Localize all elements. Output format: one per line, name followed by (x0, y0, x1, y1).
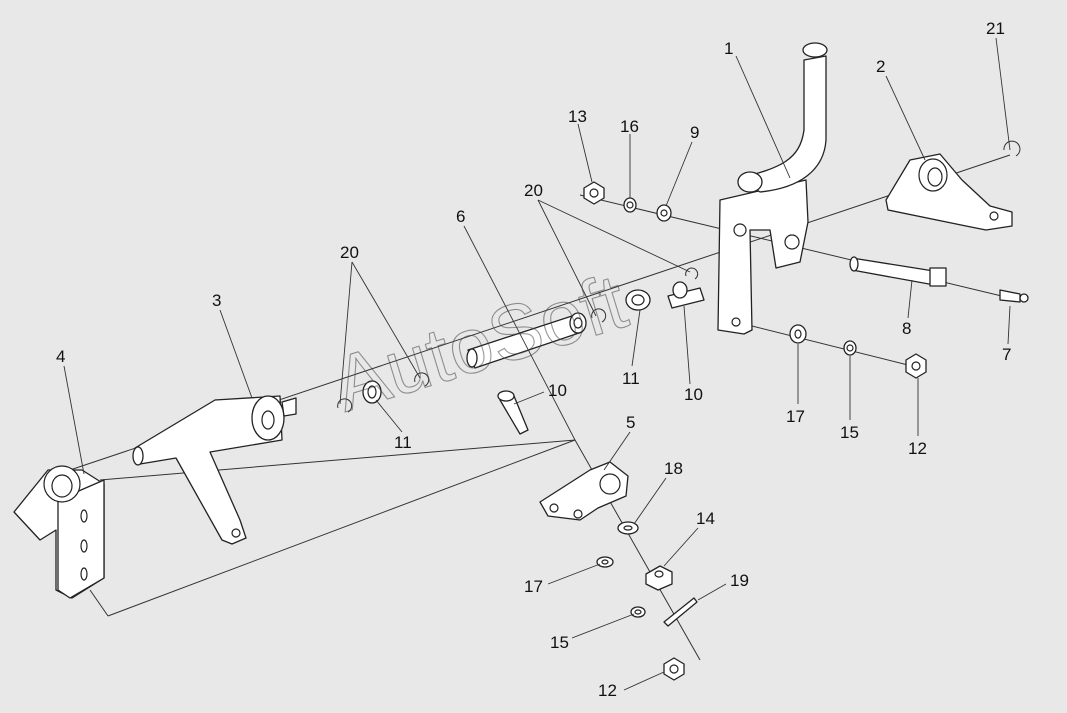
label-part-10-lower: 10 (548, 381, 567, 400)
part-11-bushing-right (625, 289, 651, 311)
label-part-20-upper: 20 (524, 181, 543, 200)
label-part-11-right: 11 (622, 369, 640, 388)
part-9-washer (656, 204, 672, 222)
part-labels: 1 2 21 13 16 9 20 6 20 3 4 11 11 10 10 8… (56, 19, 1011, 700)
label-part-3: 3 (212, 291, 221, 310)
bracket-guide-line (89, 589, 109, 617)
watermark-text: AutoSoft (324, 257, 636, 429)
label-part-16: 16 (620, 117, 639, 136)
label-part-12-lower: 12 (598, 681, 617, 700)
part-15-lockwasher-lower (630, 606, 646, 618)
part-13-nut (583, 181, 605, 205)
label-part-19: 19 (730, 571, 749, 590)
label-part-9: 9 (690, 123, 699, 142)
part-6-rod (466, 312, 587, 369)
part-20-circlip-right (591, 308, 607, 323)
right-axis-line (719, 317, 921, 369)
part-7-grease-nipple (999, 289, 1029, 303)
part-15-lockwasher-right (843, 340, 857, 356)
part-17-washer-right (789, 324, 807, 344)
part-12-nut-lower (663, 657, 685, 681)
part-8-shaft (849, 256, 947, 287)
label-part-17-right: 17 (786, 407, 805, 426)
label-part-11-left: 11 (394, 433, 412, 452)
label-part-8: 8 (902, 319, 911, 338)
label-part-13: 13 (568, 107, 587, 126)
part-12-nut-right (905, 353, 927, 379)
part-20-circlip-upper (685, 267, 699, 280)
label-part-18: 18 (664, 459, 683, 478)
label-part-6: 6 (456, 207, 465, 226)
part-18-washer (617, 521, 639, 535)
part-10-pin-upper (667, 281, 705, 309)
label-part-1: 1 (724, 39, 733, 58)
part-21-circlip (1003, 140, 1021, 157)
part-20-circlip-mid (414, 372, 430, 387)
part-11-bushing-left (362, 380, 382, 404)
label-part-2: 2 (876, 57, 885, 76)
label-part-15-right: 15 (840, 423, 859, 442)
part-14-castle-nut (645, 565, 673, 591)
part-5-small-lever (539, 461, 629, 521)
part-19-cotter-pin (663, 597, 698, 627)
part-2-bracket (885, 153, 1013, 231)
label-part-4: 4 (56, 347, 65, 366)
label-part-12-right: 12 (908, 439, 927, 458)
label-part-10-upper: 10 (684, 385, 703, 404)
label-part-5: 5 (626, 413, 635, 432)
bracket-guide-line-2 (107, 439, 576, 617)
label-part-17-lower: 17 (524, 577, 543, 596)
part-4-bracket (13, 465, 105, 599)
leader-lines (63, 37, 1011, 691)
part-20-circlip-left (337, 398, 353, 413)
label-part-15-lower: 15 (550, 633, 569, 652)
part-1-lever (717, 42, 828, 335)
label-part-14: 14 (696, 509, 715, 528)
label-part-20-left: 20 (340, 243, 359, 262)
part-10-pin-lower (497, 390, 529, 435)
label-part-7: 7 (1002, 345, 1011, 364)
part-16-lockwasher (623, 197, 637, 213)
part-17-washer-lower (596, 556, 614, 568)
part-3-arm (132, 395, 297, 545)
label-part-21: 21 (986, 19, 1005, 38)
